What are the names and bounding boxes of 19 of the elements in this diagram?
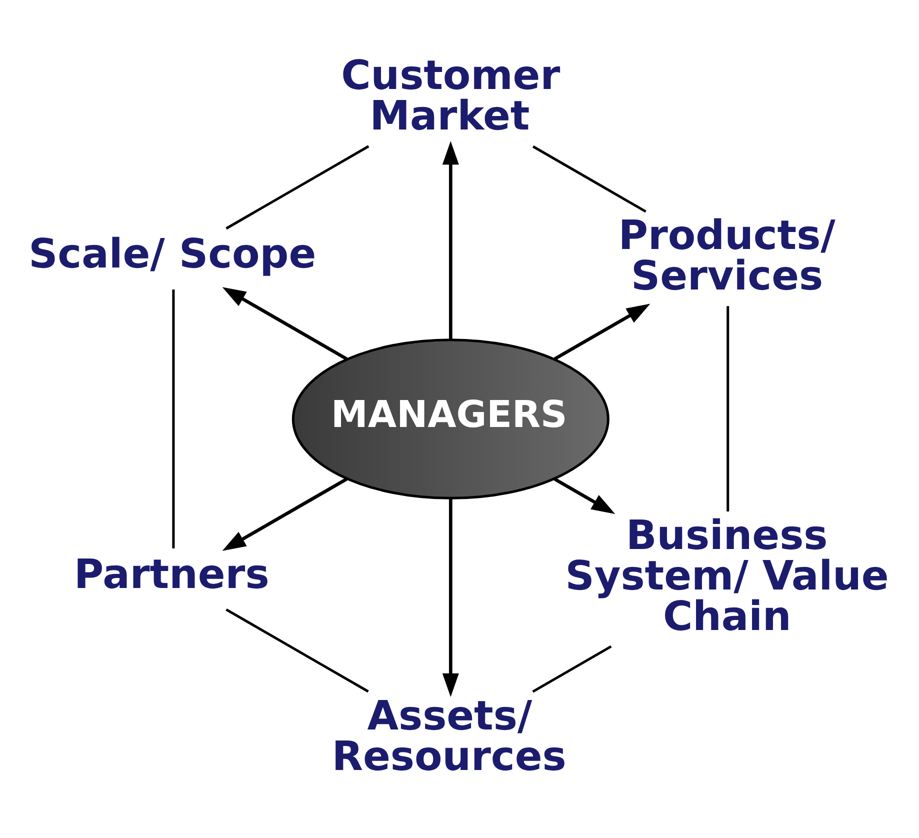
node-text: Products/ Services [618,211,836,300]
node-text: Partners [74,550,270,598]
connector [226,608,369,693]
connector [726,306,730,512]
node-text: Business System/ Value Chain [565,511,889,640]
arrow [222,478,348,551]
arrow [554,304,650,360]
node-text: Customer Market [341,51,560,140]
connector [226,145,370,230]
connector [532,645,612,693]
arrow [442,141,459,340]
arrow [222,287,348,360]
connector [532,145,646,213]
connector [172,290,175,548]
arrow [554,478,616,514]
arrow [442,498,459,697]
node-ellipse: MANAGERS [292,338,610,500]
node-text: Scale/ Scope [28,230,316,278]
node-text: Assets/ Resources [332,691,566,780]
